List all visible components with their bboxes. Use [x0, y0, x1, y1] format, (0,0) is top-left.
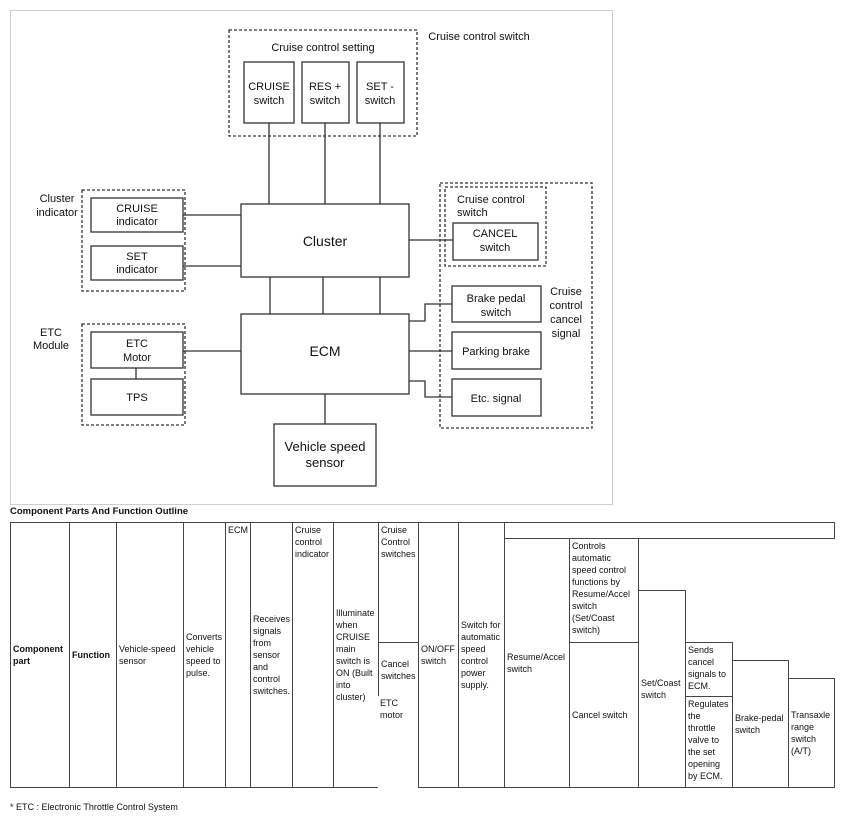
connection-lines	[135, 123, 453, 424]
cruise-control-switch-label: Cruise control switch	[428, 31, 529, 43]
set-indicator-box	[90, 245, 184, 281]
set-switch-line2: switch	[365, 95, 396, 107]
cancel-switch-function: Sends cancel signals to ECM.	[685, 642, 733, 697]
cruise-indicator-function: Illuminate when CRUISE main switch is ON…	[333, 522, 379, 788]
ecm-name: ECM	[225, 522, 251, 788]
cancel-switch-group	[444, 186, 547, 267]
cancel-signal-line2: control	[549, 300, 582, 312]
cancel-switch-line1: CANCEL	[473, 228, 518, 240]
on-off-switch-function: Switch for automatic speed control power…	[458, 522, 505, 788]
vehicle-speed-sensor-line1: Vehicle speed	[285, 439, 366, 454]
brake-pedal-switch-line1: Brake pedal	[467, 293, 526, 305]
cruise-indicator-line1: CRUISE	[116, 203, 158, 215]
vehicle-speed-sensor-function: Converts vehicle speed to pulse.	[183, 522, 226, 788]
cancel-switch-box	[452, 222, 539, 261]
cruise-control-setting-group	[228, 29, 418, 137]
cluster-label: Cluster	[303, 233, 348, 249]
parking-brake-label: Parking brake	[462, 346, 530, 358]
cruise-indicator-name: Cruise control indicator	[292, 522, 334, 788]
tps-box	[90, 378, 184, 416]
vehicle-speed-sensor-line2: sensor	[305, 455, 345, 470]
res-switch-line1: RES +	[309, 81, 341, 93]
function-header: Function	[69, 522, 117, 788]
etc-motor-line1: ETC	[126, 338, 148, 350]
etc-motor-box	[90, 331, 184, 369]
etc-motor-function: Regulates the throttle valve to the set …	[685, 696, 733, 788]
cluster-indicator-label-line2: indicator	[36, 207, 78, 219]
set-indicator-line1: SET	[126, 251, 148, 263]
etc-motor-name: ETC motor	[378, 696, 419, 788]
brake-pedal-switch-line2: switch	[481, 307, 512, 319]
cruise-switches-name: Cruise Control switches	[378, 522, 419, 643]
vehicle-speed-sensor-name: Vehicle-speed sensor	[116, 522, 184, 788]
cancel-signal-line3: cancel	[550, 314, 582, 326]
resume-accel-name: Resume/Accel switch	[504, 538, 570, 788]
cancel-switches-name: Cancel switches	[378, 642, 419, 697]
res-switch-line2: switch	[310, 95, 341, 107]
cancel-switch-line2: switch	[480, 242, 511, 254]
etc-signal-label: Etc. signal	[471, 393, 522, 405]
etc-module-label-line1: ETC	[40, 327, 62, 339]
tps-label: TPS	[126, 392, 147, 404]
cluster-indicator-group	[81, 189, 186, 292]
ecm-function: Receives signals from sensor and control…	[250, 522, 293, 788]
set-coast-name: Set/Coast switch	[638, 590, 686, 788]
cancel-switch-group-line1: Cruise control	[457, 194, 525, 206]
cruise-cancel-signal-group	[439, 182, 593, 429]
cruise-indicator-line2: indicator	[116, 216, 158, 228]
resume-accel-function: Controls automatic speed control functio…	[569, 538, 639, 643]
cluster-indicator-label-line1: Cluster	[40, 193, 75, 205]
system-block-diagram: Cruise control setting Cruise control sw…	[10, 10, 613, 505]
cancel-switch-name: Cancel switch	[569, 642, 639, 788]
brake-pedal-name: Brake-pedal switch	[732, 660, 789, 788]
etc-module-label-line2: Module	[33, 340, 69, 352]
ecm-label: ECM	[309, 343, 340, 359]
transaxle-name: Transaxle range switch (A/T)	[788, 678, 835, 788]
set-switch-line1: SET -	[366, 81, 394, 93]
on-off-switch-name: ON/OFF switch	[418, 522, 459, 788]
component-part-header: Component part	[10, 522, 70, 788]
cancel-signal-line1: Cruise	[550, 286, 582, 298]
cruise-control-setting-label: Cruise control setting	[271, 42, 374, 54]
table-top-strip	[504, 522, 835, 539]
etc-motor-line2: Motor	[123, 352, 151, 364]
cruise-switch-line2: switch	[254, 95, 285, 107]
cancel-switch-group-line2: switch	[457, 207, 488, 219]
set-indicator-line2: indicator	[116, 264, 158, 276]
cruise-switch-line1: CRUISE	[248, 81, 290, 93]
etc-module-group	[81, 323, 186, 426]
table-title: Component Parts And Function Outline	[10, 506, 189, 517]
footnote: * ETC : Electronic Throttle Control Syst…	[10, 802, 178, 812]
cancel-signal-line4: signal	[552, 328, 581, 340]
